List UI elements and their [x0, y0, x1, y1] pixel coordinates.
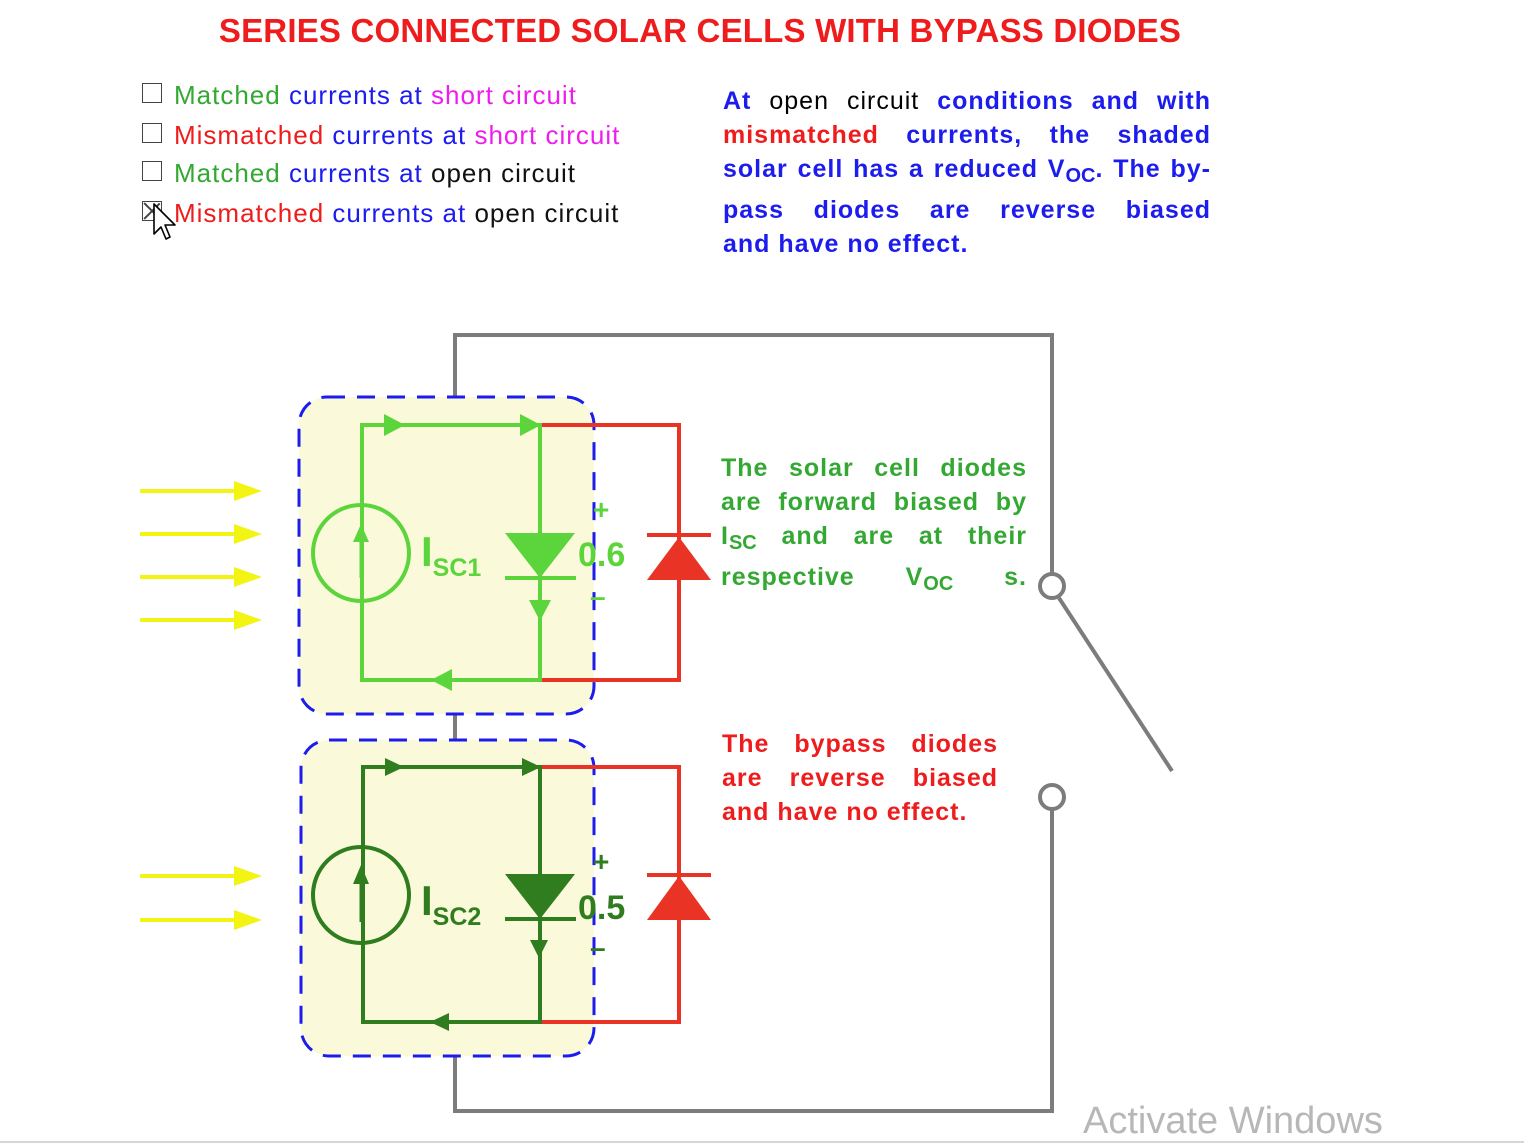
explanation-text: At open circuit conditions and with mism…: [723, 84, 1211, 261]
solar-cell-2: [299, 738, 711, 1058]
current-source-2: [311, 845, 411, 945]
solar-cell-1: [297, 395, 711, 716]
outer-wire-bottom: [453, 810, 1054, 1113]
option-checkbox[interactable]: [142, 161, 162, 181]
option-label-part: currents at: [324, 198, 475, 228]
cell-2-diode-symbol: [505, 874, 575, 919]
page-title: SERIES CONNECTED SOLAR CELLS WITH BYPASS…: [218, 12, 1182, 49]
option-label-part: open circuit: [474, 198, 620, 228]
bypass-diode-2-symbol: [647, 876, 711, 920]
light-ray-icon: [140, 610, 262, 630]
current-source-1-arrowhead: [353, 524, 369, 542]
option-label-part: Mismatched: [174, 198, 325, 228]
cell-2-voltage-value: 0.5: [578, 889, 625, 927]
light-ray-icon: [140, 524, 262, 544]
option-label-part: currents at: [324, 120, 475, 150]
light-ray-icon: [140, 481, 262, 501]
explanation-part: open circuit: [751, 87, 920, 115]
bypass-diode-2-wire: [539, 765, 681, 1024]
current-source-2-arrowhead: [353, 865, 369, 884]
option-checkbox[interactable]: [142, 123, 162, 143]
bypass-diode-1-wire: [539, 423, 681, 682]
current-arrow-icon: [385, 758, 404, 776]
light-ray-icon: [140, 910, 262, 930]
option-label: Mismatched currents at short circuit: [174, 120, 620, 151]
note-part: s.: [953, 563, 1027, 591]
current-arrow-icon: [430, 1013, 449, 1031]
explanation-part: and have no effect.: [723, 230, 969, 258]
explanation-part: . The by-pass diodes are reverse biased: [723, 155, 1211, 224]
option-label: Matched currents at open circuit: [174, 158, 576, 189]
forward-bias-note: The solar cell diodes are forward biased…: [721, 451, 1027, 601]
current-arrow-icon: [431, 669, 452, 691]
bottom-divider: [0, 1141, 1524, 1143]
switch-lever: [1057, 596, 1174, 773]
cell-1-current-label: ISC1: [421, 528, 481, 582]
option-label-part: currents at: [280, 158, 432, 188]
cell-2-voltage-plus: +: [593, 846, 609, 877]
cell-1-voltage-minus: –: [590, 581, 606, 612]
cell-2-wire-loop: [361, 765, 542, 1024]
light-rays: [140, 481, 262, 930]
option-label-part: Matched: [174, 80, 281, 110]
option-label: Matched currents at short circuit: [174, 80, 577, 111]
note-part: and have no effect.: [722, 798, 968, 826]
current-arrow-icon: [384, 414, 405, 436]
cell-2-voltage-minus: –: [590, 932, 606, 963]
option-label-part: Mismatched: [174, 120, 325, 150]
explanation-part: mismatched: [723, 121, 879, 149]
bypass-diode-1-symbol: [647, 537, 711, 580]
explanation-part: conditions and with: [919, 87, 1211, 115]
option-checkbox[interactable]: [142, 83, 162, 103]
option-label-part: currents at: [280, 80, 432, 110]
cell-2-boundary: [299, 738, 596, 1058]
explanation-subscript: OC: [1065, 165, 1096, 187]
current-arrow-icon: [530, 940, 548, 958]
current-arrow-icon: [520, 414, 541, 436]
mouse-pointer-icon: [153, 203, 176, 240]
note-part: The bypass diodes are reverse biased: [722, 730, 998, 792]
current-arrow-icon: [522, 758, 541, 776]
option-label-part: short circuit: [474, 120, 621, 150]
explanation-part: currents, the shaded solar cell has a re…: [723, 121, 1211, 183]
cell-2-current-label: ISC2: [421, 877, 481, 931]
option-label-part: short circuit: [431, 80, 577, 110]
switch-contact-bottom: [1038, 783, 1066, 811]
bypass-note: The bypass diodes are reverse biased and…: [722, 727, 998, 829]
cell-1-diode-symbol: [505, 533, 575, 578]
cell-1-wire-loop: [360, 423, 542, 682]
cell-1-voltage-value: 0.6: [578, 536, 625, 574]
switch-contact-top: [1038, 572, 1066, 600]
cell-1-boundary: [297, 395, 596, 716]
cell-1-voltage-plus: +: [593, 494, 609, 525]
light-ray-icon: [140, 567, 262, 587]
note-subscript: OC: [923, 573, 954, 595]
note-subscript: SC: [728, 532, 757, 554]
current-arrow-icon: [529, 600, 551, 621]
explanation-part: At: [723, 87, 752, 115]
light-ray-icon: [140, 866, 262, 886]
option-label-part: Matched: [174, 158, 281, 188]
current-source-1: [311, 503, 411, 603]
option-label: Mismatched currents at open circuit: [174, 198, 619, 229]
activate-windows-watermark: Activate Windows: [1083, 1100, 1383, 1142]
option-label-part: open circuit: [431, 158, 576, 188]
